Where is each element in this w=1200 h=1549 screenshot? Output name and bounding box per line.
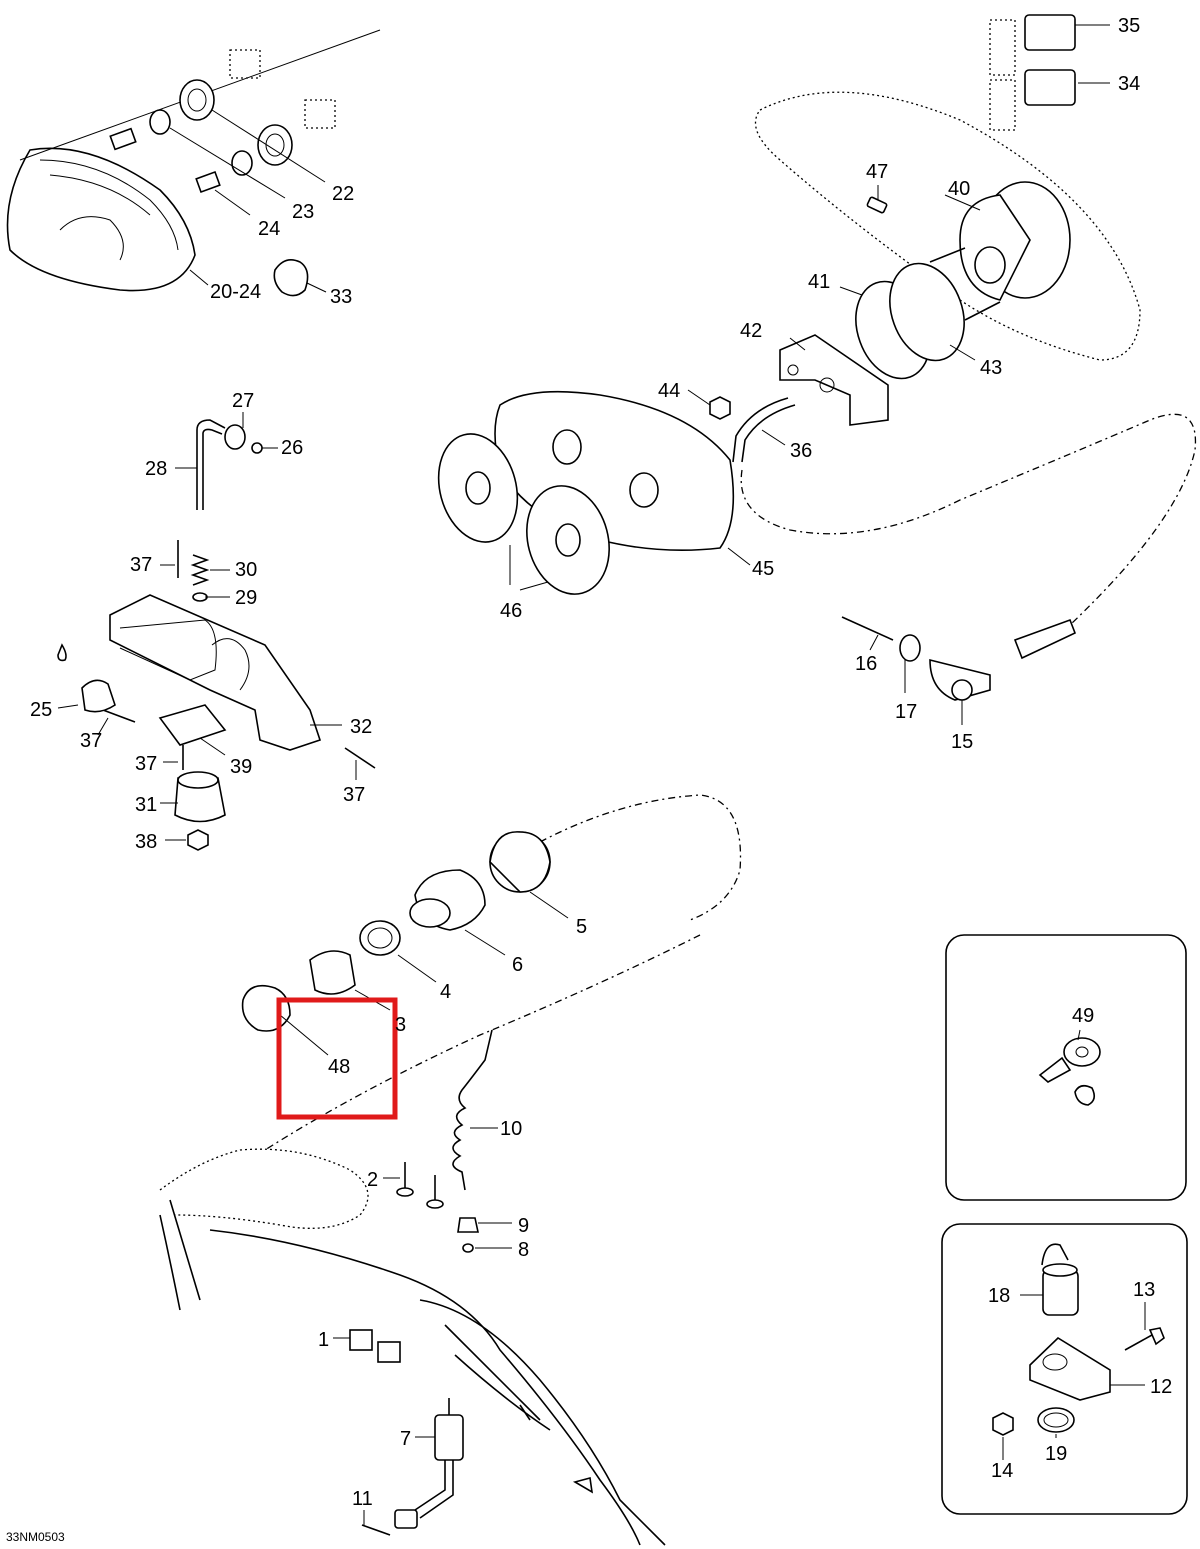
callout-22: 22 [332, 183, 354, 205]
callout-19: 19 [1045, 1443, 1067, 1465]
callout-35: 35 [1118, 15, 1140, 37]
callout-14: 14 [991, 1460, 1013, 1482]
callout-23: 23 [292, 201, 314, 223]
gauge-assembly [437, 14, 1197, 725]
detail-panel-key [945, 934, 1187, 1201]
callout-1: 1 [318, 1329, 329, 1351]
support-assembly [57, 412, 376, 851]
callout-47: 47 [866, 161, 888, 183]
callout-31: 31 [135, 794, 157, 816]
callout-43: 43 [980, 357, 1002, 379]
callout-20-24: 20-24 [210, 281, 261, 303]
callout-2: 2 [367, 1169, 378, 1191]
callout-32: 32 [350, 716, 372, 738]
callout-labels: 35 34 47 40 41 42 43 44 36 45 46 16 17 1… [6, 15, 1172, 1544]
highlight-box [276, 997, 398, 1120]
callout-41: 41 [808, 271, 830, 293]
console-body [159, 1148, 666, 1546]
callout-26: 26 [281, 437, 303, 459]
callout-24: 24 [258, 218, 280, 240]
callout-34: 34 [1118, 73, 1140, 95]
callout-37-b: 37 [80, 730, 102, 752]
detail-panel-relay [941, 1223, 1188, 1515]
callout-29: 29 [235, 587, 257, 609]
callout-45: 45 [752, 558, 774, 580]
callout-5: 5 [576, 916, 587, 938]
ignition-assembly [241, 794, 742, 1253]
callout-8: 8 [518, 1239, 529, 1261]
callout-13: 13 [1133, 1279, 1155, 1301]
callout-7: 7 [400, 1428, 411, 1450]
callout-25: 25 [30, 699, 52, 721]
callout-46: 46 [500, 600, 522, 622]
callout-39: 39 [230, 756, 252, 778]
callout-37-d: 37 [343, 784, 365, 806]
callout-3: 3 [395, 1014, 406, 1036]
callout-6: 6 [512, 954, 523, 976]
callout-38: 38 [135, 831, 157, 853]
callout-40: 40 [948, 178, 970, 200]
callout-42: 42 [740, 320, 762, 342]
callout-44: 44 [658, 380, 680, 402]
callout-12: 12 [1150, 1376, 1172, 1398]
callout-15: 15 [951, 731, 973, 753]
callout-10: 10 [500, 1118, 522, 1140]
callout-49: 49 [1072, 1005, 1094, 1027]
callout-27: 27 [232, 390, 254, 412]
callout-11: 11 [352, 1488, 373, 1510]
callout-17: 17 [895, 701, 917, 723]
callout-16: 16 [855, 653, 877, 675]
headlight-assembly [6, 29, 381, 297]
callout-37-c: 37 [135, 753, 157, 775]
callout-37-a: 37 [130, 554, 152, 576]
callout-18: 18 [988, 1285, 1010, 1307]
callout-9: 9 [518, 1215, 529, 1237]
callout-28: 28 [145, 458, 167, 480]
callout-33: 33 [330, 286, 352, 308]
callout-36: 36 [790, 440, 812, 462]
callout-4: 4 [440, 981, 451, 1003]
callout-48: 48 [328, 1056, 350, 1078]
callout-30: 30 [235, 559, 257, 581]
diagram-code: 33NM0503 [6, 1530, 65, 1544]
